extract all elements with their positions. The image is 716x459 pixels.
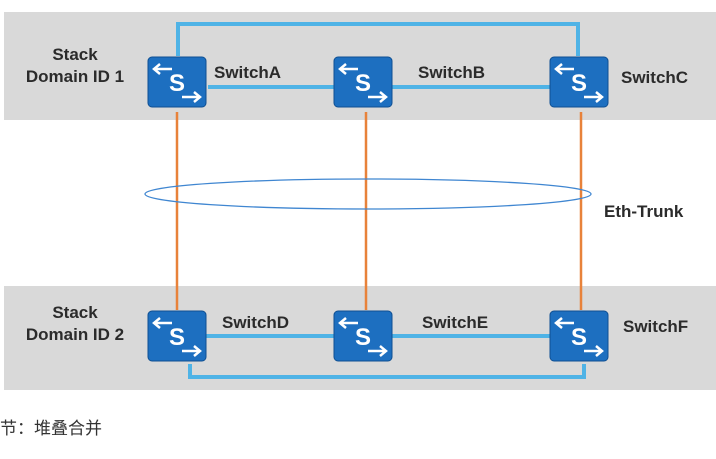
stack-cable-a-c-loop <box>176 22 580 56</box>
stack-cable-d-f-loop <box>188 364 586 379</box>
stack-domain-2-label-line2: Domain ID 2 <box>25 325 125 344</box>
switch-label-b: SwitchB <box>418 63 486 82</box>
switch-icon <box>146 55 208 109</box>
stack-domain-1-label: Stack Domain ID 1 <box>12 44 138 88</box>
switch-icon <box>548 309 610 363</box>
eth-trunk-links <box>175 112 583 310</box>
stack-cables-domain-1 <box>176 22 580 89</box>
switch-label-d: SwitchD <box>222 313 290 332</box>
eth-trunk-ellipse <box>144 178 592 210</box>
switch-icon <box>146 309 208 363</box>
stack-domain-2-label: Stack Domain ID 2 <box>12 302 138 346</box>
switch-icon <box>548 55 610 109</box>
switch-label-f: SwitchF <box>623 317 689 336</box>
stack-domain-1-label-line2: Domain ID 1 <box>25 67 125 86</box>
stack-cables-domain-2 <box>188 334 586 379</box>
switch-label-c: SwitchC <box>621 68 689 87</box>
switch-label-e: SwitchE <box>422 313 489 332</box>
stack-domain-2-label-line1: Stack <box>52 303 98 322</box>
stack-domain-1-label-line1: Stack <box>52 45 98 64</box>
switch-icon <box>332 309 394 363</box>
switch-label-a: SwitchA <box>214 63 282 82</box>
switch-icon <box>332 55 394 109</box>
eth-trunk-label: Eth-Trunk <box>604 202 684 221</box>
figure-caption: 节：堆叠合并 <box>0 419 102 439</box>
